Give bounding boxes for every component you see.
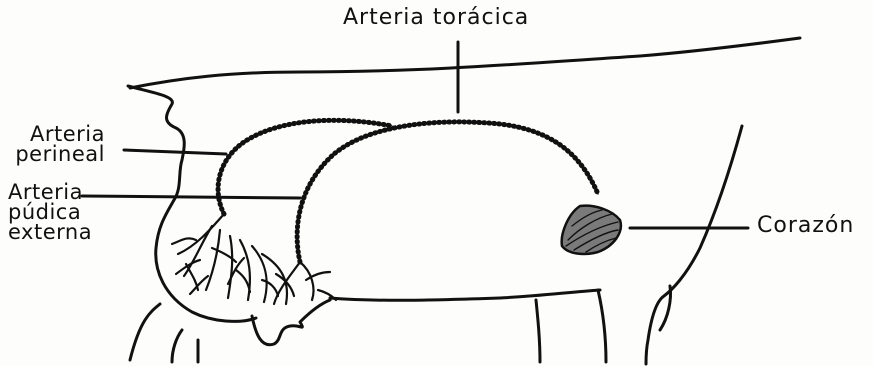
thoracic-artery-core <box>297 122 598 262</box>
front-leg-outline-2 <box>598 290 606 362</box>
udder-branches <box>172 214 336 304</box>
label-arteria-pudica-line2: púdica <box>8 202 92 222</box>
back-outline <box>130 38 800 88</box>
thoracic-artery-path <box>297 122 598 262</box>
label-corazon: Corazón <box>757 216 854 236</box>
perineal-leader-line <box>124 150 226 154</box>
belly-outline <box>330 290 600 300</box>
label-arteria-perineal: Arteria perineal <box>12 124 105 164</box>
front-leg-outline <box>536 300 540 362</box>
label-arteria-pudica-externa: Arteria púdica externa <box>8 182 92 242</box>
label-arteria-perineal-line1: Arteria <box>12 124 105 144</box>
label-arteria-pudica-line1: Arteria <box>8 182 92 202</box>
pudica-leader-line <box>82 196 300 198</box>
hind-leg-inner <box>172 330 182 362</box>
tail-outline <box>128 86 256 321</box>
teat-outline <box>252 300 330 345</box>
label-arteria-perineal-line2: perineal <box>12 144 105 164</box>
label-arteria-toracica: Arteria torácica <box>343 8 529 28</box>
hind-leg-outline <box>130 304 160 360</box>
label-arteria-pudica-line3: externa <box>8 222 92 242</box>
